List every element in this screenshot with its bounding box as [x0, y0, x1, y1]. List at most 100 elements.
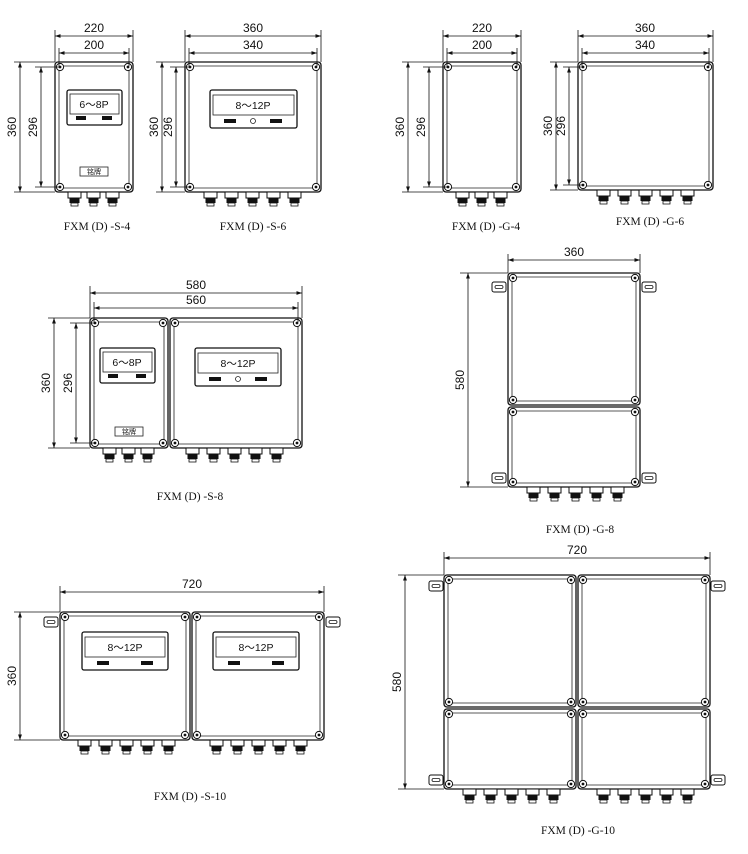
terminal	[224, 119, 236, 123]
terminal	[108, 374, 118, 378]
box-s10: 8～12P 8～12P 720 360 FXM (D) -S-10	[5, 577, 341, 803]
rail-label: 6～8P	[112, 357, 141, 369]
terminal	[228, 661, 240, 665]
screw	[250, 118, 256, 124]
dim-inner-width: 200	[472, 38, 492, 52]
box-g10: 720 580 FXM (D) -G-10	[390, 543, 726, 837]
box-g8: 360 580 FXM (D) -G-8	[453, 245, 657, 536]
dim-height: 580	[453, 370, 467, 390]
enclosure-inner	[511, 410, 637, 484]
dim-inner-width: 340	[635, 38, 655, 52]
terminal	[255, 377, 267, 381]
caption-s6: FXM (D) -S-6	[220, 221, 287, 233]
din-rail-window	[66, 89, 123, 126]
din-rail	[69, 93, 120, 115]
din-rail	[102, 351, 153, 373]
screw	[235, 376, 241, 382]
enclosure-outline	[184, 61, 322, 193]
enclosure-inner	[581, 578, 707, 704]
enclosure-outline	[442, 61, 522, 193]
enclosure-right	[191, 611, 325, 741]
enclosure-inner	[188, 65, 318, 189]
din-rail	[212, 94, 295, 116]
dim-height: 360	[5, 117, 19, 137]
terminal	[97, 661, 109, 665]
din-rail-window	[209, 89, 298, 129]
enclosure-inner	[93, 321, 165, 445]
dim-width: 220	[472, 21, 492, 35]
dim-width: 220	[84, 21, 104, 35]
caption-s4: FXM (D) -S-4	[64, 221, 131, 233]
enclosure-right	[169, 317, 303, 449]
dim-width: 360	[243, 21, 263, 35]
dim-width: 720	[182, 577, 202, 591]
box-s4: 6～8P 铭牌 220 200 360 296 FXM (D) -S-4	[5, 21, 134, 233]
dim-inner-height: 296	[414, 117, 428, 137]
enclosure-inner	[511, 276, 637, 402]
box-s8: 6～8P 8～12P 铭牌 580 560 360 296 FXM (D) -S…	[39, 278, 303, 503]
enclosure-inner	[581, 65, 710, 187]
din-rail	[197, 352, 279, 374]
enclosure-inner	[447, 712, 573, 786]
rail-label: 8～12P	[238, 642, 273, 654]
dim-height: 360	[393, 117, 407, 137]
dim-height: 360	[39, 373, 53, 393]
enclosure-inner	[173, 321, 299, 445]
dim-inner-height: 296	[61, 373, 75, 393]
enclosure-inner	[446, 65, 518, 189]
caption-g6: FXM (D) -G-6	[616, 216, 685, 228]
enclosure-left	[59, 611, 191, 741]
dim-inner-height: 296	[26, 117, 40, 137]
dim-height: 360	[541, 116, 555, 136]
dim-height: 360	[5, 666, 19, 686]
dim-inner-height: 296	[554, 116, 568, 136]
dim-height: 580	[390, 672, 404, 692]
din-rail-window	[194, 347, 282, 387]
enclosure-inner	[63, 615, 187, 737]
enclosure-inner	[447, 578, 573, 704]
enclosure-inner	[581, 712, 707, 786]
din-rail	[84, 636, 166, 658]
terminal	[209, 377, 221, 381]
dim-width: 580	[186, 278, 206, 292]
caption-s10: FXM (D) -S-10	[154, 791, 226, 803]
enclosure-outline	[577, 61, 714, 191]
caption-g10: FXM (D) -G-10	[541, 825, 615, 837]
dim-inner-width: 560	[186, 293, 206, 307]
terminal	[272, 661, 284, 665]
dim-width: 360	[564, 245, 584, 259]
rail-label: 6～8P	[79, 99, 108, 111]
caption-g4: FXM (D) -G-4	[452, 221, 521, 233]
enclosure-bottom	[507, 406, 641, 488]
terminal	[141, 661, 153, 665]
enclosure-top-right	[577, 574, 711, 708]
enclosure-inner	[58, 65, 130, 189]
box-g4: 220 200 360 296 FXM (D) -G-4	[393, 21, 522, 233]
terminal	[270, 119, 282, 123]
caption-g8: FXM (D) -G-8	[546, 524, 615, 536]
dim-inner-width: 340	[243, 38, 263, 52]
dim-inner-height: 296	[161, 117, 175, 137]
nameplate	[79, 166, 109, 177]
enclosure-bottom-right	[577, 708, 711, 790]
rail-label: 8～12P	[107, 642, 142, 654]
terminal	[76, 116, 86, 120]
din-rail	[215, 636, 297, 658]
box-g6: 360 340 360 296 FXM (D) -G-6	[541, 21, 714, 228]
din-rail-window	[99, 347, 156, 384]
din-rail-window	[212, 631, 300, 671]
dim-height: 360	[147, 117, 161, 137]
box-s6: 8～12P 360 340 360 296 FXM (D) -S-6	[147, 21, 322, 233]
dim-width: 720	[567, 543, 587, 557]
enclosure-top	[507, 272, 641, 406]
din-rail-window	[81, 631, 169, 671]
enclosure-top-left	[443, 574, 577, 708]
dim-width: 360	[635, 21, 655, 35]
terminal	[102, 116, 112, 120]
nameplate-text: 铭牌	[87, 167, 101, 176]
nameplate	[114, 426, 144, 437]
enclosure-inner	[195, 615, 321, 737]
rail-label: 8～12P	[235, 100, 270, 112]
dim-inner-width: 200	[84, 38, 104, 52]
